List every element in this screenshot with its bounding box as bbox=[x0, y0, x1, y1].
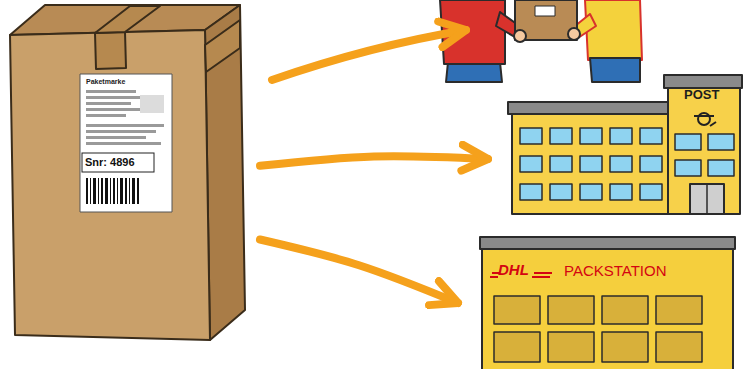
person-trousers bbox=[590, 58, 640, 82]
post-office: POST bbox=[510, 75, 740, 215]
roof bbox=[664, 75, 742, 88]
post-office-drawing bbox=[508, 75, 742, 214]
post-horn bbox=[694, 113, 716, 126]
parcel-tape bbox=[95, 32, 126, 69]
flow-arrow bbox=[272, 30, 466, 80]
label-heading: Paketmarke bbox=[86, 78, 125, 86]
shipment-number: Snr: 4896 bbox=[85, 156, 135, 169]
packstation-drawing bbox=[480, 237, 735, 369]
lockers bbox=[494, 296, 702, 362]
roof bbox=[508, 102, 670, 114]
barcode bbox=[86, 178, 139, 204]
building-wing bbox=[512, 114, 668, 214]
handover-people bbox=[440, 0, 642, 82]
packstation-sign: PACKSTATION bbox=[564, 262, 667, 279]
person-shirt bbox=[585, 0, 642, 60]
parcel-drawing bbox=[10, 5, 245, 340]
parcel: Snr: 4896 bbox=[10, 5, 245, 340]
handed-parcel-label bbox=[535, 6, 555, 16]
door bbox=[690, 184, 724, 214]
flow-arrow bbox=[260, 240, 458, 304]
building-tower bbox=[668, 88, 740, 214]
parcel-side bbox=[205, 5, 245, 340]
parcel-tape bbox=[95, 6, 160, 33]
hand bbox=[514, 30, 526, 42]
dhl-logo: DHL bbox=[498, 261, 529, 278]
packstation-roof bbox=[480, 237, 735, 249]
parcel-label bbox=[80, 74, 172, 212]
packstation-body bbox=[482, 249, 733, 369]
shipment-number-frame bbox=[82, 153, 154, 172]
flow-arrow bbox=[260, 156, 488, 166]
post-sign: POST bbox=[684, 88, 719, 103]
hand bbox=[568, 28, 580, 40]
parcel-tape bbox=[205, 20, 240, 72]
label-print bbox=[86, 90, 164, 145]
parcel-front bbox=[10, 30, 210, 340]
packstation: DHL PACKSTATION bbox=[480, 237, 735, 369]
